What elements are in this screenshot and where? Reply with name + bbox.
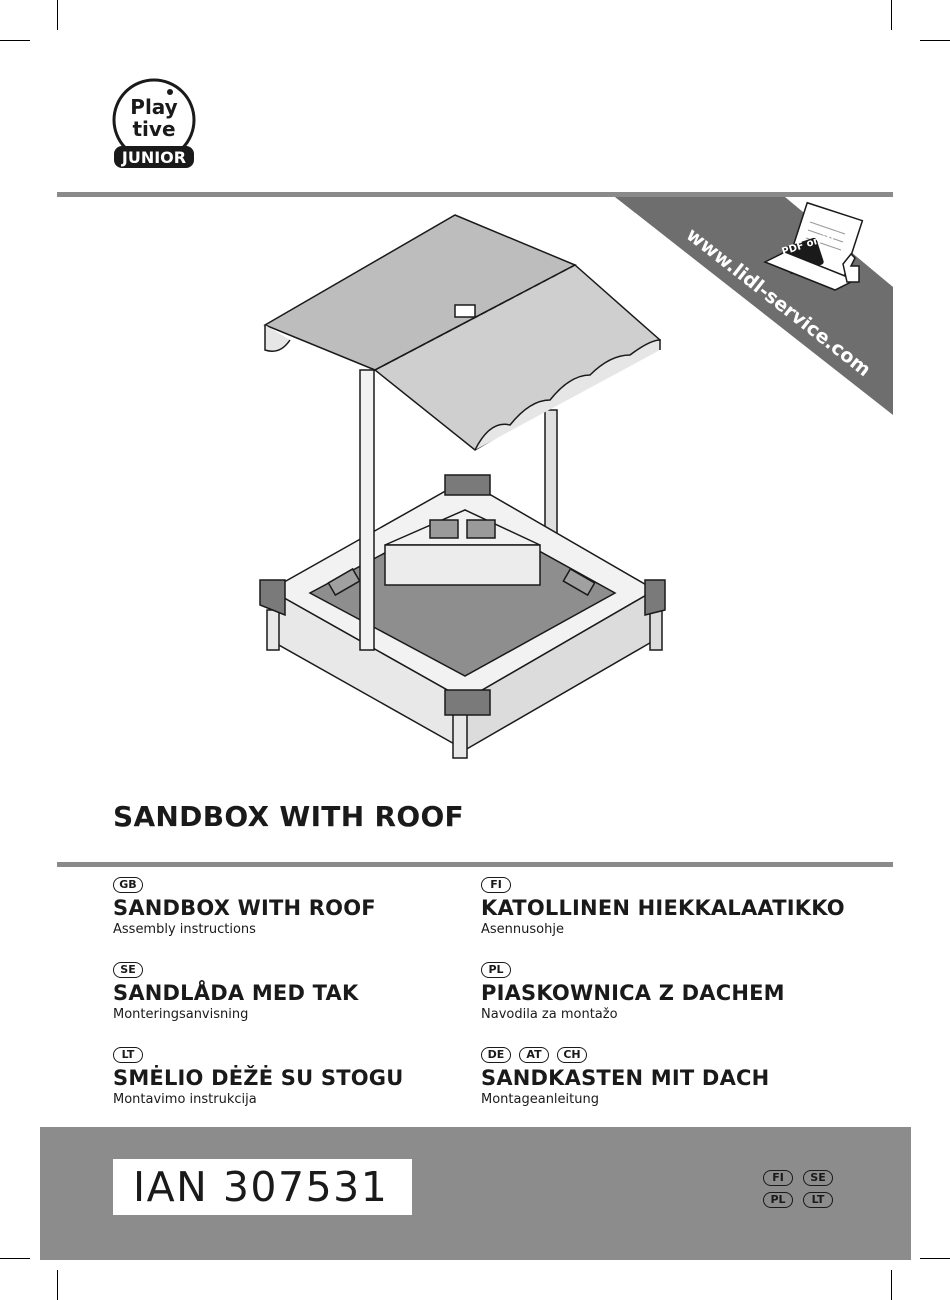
mid-divider xyxy=(57,862,893,867)
language-title: SMĖLIO DĖŽĖ SU STOGU xyxy=(113,1066,404,1090)
country-code-badge: PL xyxy=(481,962,511,978)
country-code-badge: PL xyxy=(763,1192,793,1208)
language-title: SANDLÅDA MED TAK xyxy=(113,981,359,1005)
country-code-badge: FI xyxy=(763,1170,793,1186)
country-code-badge: FI xyxy=(481,877,511,893)
country-code-badge: LT xyxy=(803,1192,833,1208)
country-code-badge: CH xyxy=(557,1047,587,1063)
country-code-badge: SE xyxy=(803,1170,833,1186)
svg-text:tive: tive xyxy=(132,117,175,141)
crop-mark xyxy=(891,1270,892,1300)
top-divider xyxy=(57,192,893,197)
country-code-badge: LT xyxy=(113,1047,143,1063)
country-code-badge: SE xyxy=(113,962,143,978)
crop-mark xyxy=(920,40,950,41)
language-subtitle: Montavimo instrukcija xyxy=(113,1092,257,1107)
language-subtitle: Montageanleitung xyxy=(481,1092,599,1107)
ian-number: IAN 307531 xyxy=(133,1163,389,1211)
crop-mark xyxy=(0,1258,30,1259)
crop-mark xyxy=(920,1258,950,1259)
footer-country-codes: FI SE PL LT xyxy=(763,1170,833,1208)
country-code-badge: AT xyxy=(519,1047,549,1063)
sandbox-with-roof-illustration xyxy=(259,214,666,759)
language-subtitle: Monteringsanvisning xyxy=(113,1007,249,1022)
language-title: SANDBOX WITH ROOF xyxy=(113,896,376,920)
crop-mark xyxy=(57,0,58,30)
country-code-badge: DE xyxy=(481,1047,511,1063)
playtive-junior-logo: Play tive JUNIOR xyxy=(112,78,196,168)
lidl-service-banner: www.lidl-service.com PDF online xyxy=(615,197,893,415)
language-block-gb: GB SANDBOX WITH ROOF Assembly instructio… xyxy=(113,877,376,939)
language-subtitle: Navodila za montažo xyxy=(481,1007,618,1022)
language-title: SANDKASTEN MIT DACH xyxy=(481,1066,770,1090)
language-title: KATOLLINEN HIEKKALAATIKKO xyxy=(481,896,845,920)
language-block-se: SE SANDLÅDA MED TAK Monteringsanvisning xyxy=(113,962,358,1024)
language-subtitle: Asennusohje xyxy=(481,922,564,937)
language-block-de: DE AT CH SANDKASTEN MIT DACH Montageanle… xyxy=(481,1047,769,1109)
page-title: SANDBOX WITH ROOF xyxy=(113,800,464,833)
crop-mark xyxy=(0,40,30,41)
crop-mark xyxy=(57,1270,58,1300)
language-subtitle: Assembly instructions xyxy=(113,922,256,937)
svg-text:Play: Play xyxy=(130,95,177,119)
language-block-lt: LT SMĖLIO DĖŽĖ SU STOGU Montavimo instru… xyxy=(113,1047,403,1109)
country-code-badge: GB xyxy=(113,877,143,893)
language-block-fi: FI KATOLLINEN HIEKKALAATIKKO Asennusohje xyxy=(481,877,845,939)
language-block-pl: PL PIASKOWNICA Z DACHEM Navodila za mont… xyxy=(481,962,785,1024)
ian-box: IAN 307531 xyxy=(113,1159,412,1215)
language-title: PIASKOWNICA Z DACHEM xyxy=(481,981,785,1005)
crop-mark xyxy=(891,0,892,30)
svg-text:JUNIOR: JUNIOR xyxy=(121,148,186,167)
